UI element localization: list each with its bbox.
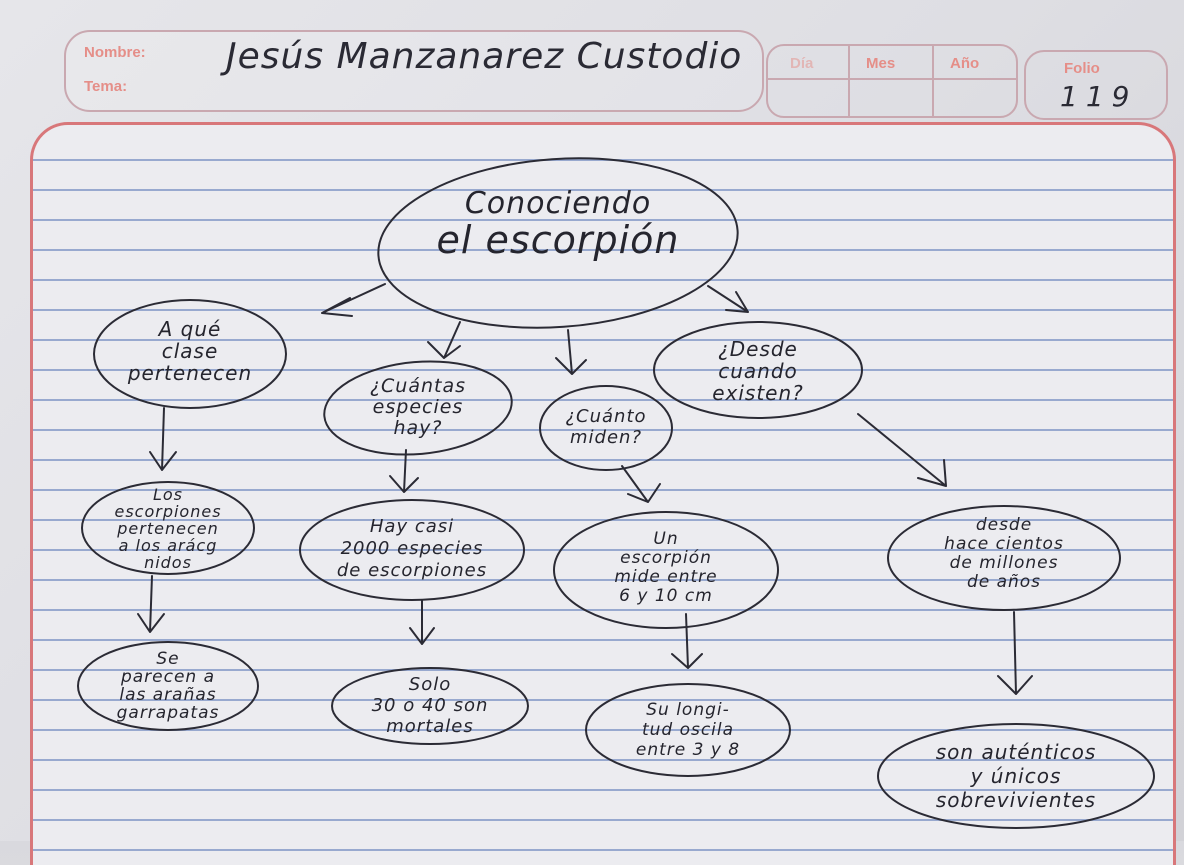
- folio-box: [1024, 50, 1168, 120]
- bubble-a4: [887, 505, 1121, 611]
- arrow-q2-a2: [389, 449, 419, 493]
- folio-label: Folio: [1064, 60, 1100, 77]
- bubble-a2: [299, 499, 525, 601]
- tema-label: Tema:: [84, 78, 128, 95]
- anio-label: Año: [950, 55, 980, 72]
- bubble-q3: [539, 385, 673, 471]
- arrow-center-q1: [321, 283, 386, 317]
- concept-map: [77, 157, 1155, 829]
- arrow-q1-a1: [149, 407, 177, 471]
- bubble-center: [377, 157, 739, 329]
- mes-label: Mes: [866, 55, 896, 72]
- bubble-b2: [331, 667, 529, 745]
- bubble-b3: [585, 683, 791, 777]
- bubble-q1: [93, 299, 287, 409]
- arrow-a3-b3: [671, 613, 703, 669]
- arrow-a4-b4: [997, 611, 1033, 695]
- bubble-b1: [77, 641, 259, 731]
- arrow-a1-b1: [137, 575, 165, 633]
- date-grid: [766, 44, 1018, 118]
- nombre-value: Jesús Manzanarez Custodio: [226, 36, 743, 77]
- arrow-center-q2: [427, 321, 461, 359]
- arrow-a2-b2: [409, 599, 435, 645]
- arrow-center-q3: [555, 329, 587, 375]
- folio-value: 119: [1060, 80, 1138, 113]
- arrow-center-q4: [707, 285, 749, 313]
- bubble-q4: [653, 321, 863, 419]
- nombre-label: Nombre:: [84, 44, 146, 61]
- header-name-box: [64, 30, 764, 112]
- bubble-q2: [323, 360, 513, 456]
- lined-area: [30, 122, 1176, 865]
- bubble-a1: [81, 481, 255, 575]
- arrow-q4-a4: [857, 413, 947, 487]
- arrow-q3-a3: [621, 465, 661, 503]
- bubble-b4: [877, 723, 1155, 829]
- bubble-a3: [553, 511, 779, 629]
- dia-label: Día: [790, 55, 814, 72]
